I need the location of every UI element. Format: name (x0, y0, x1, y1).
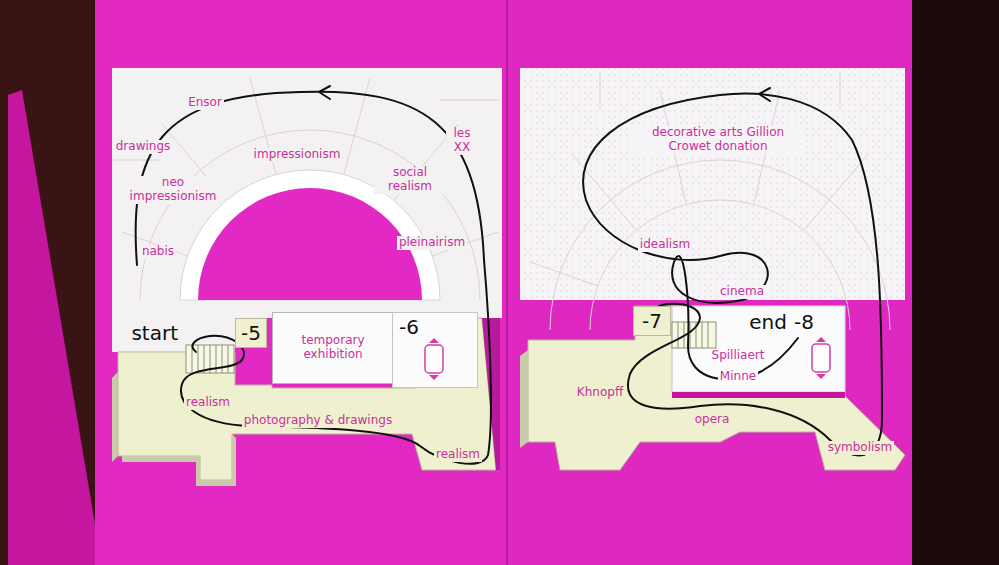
stair-step (228, 345, 229, 373)
room-divider (530, 262, 598, 286)
room-dividers (530, 72, 890, 330)
route-arrowhead (319, 86, 330, 99)
central-hall (198, 188, 422, 300)
stair-step (678, 322, 679, 348)
level-box: -7 (633, 306, 671, 336)
elevator-down (816, 374, 826, 379)
ring-wall (550, 160, 890, 330)
stair-step (204, 345, 205, 373)
room-label: social realism (374, 166, 446, 194)
room-divider (804, 154, 868, 230)
room-label: symbolism (826, 441, 895, 455)
room-label: pleinairism (397, 236, 467, 250)
elevator-up (429, 338, 439, 343)
elevator-up (816, 337, 826, 342)
stair-block (672, 322, 716, 348)
room-label: photography & drawings (242, 414, 394, 428)
right-page (507, 0, 912, 565)
exhibition-room: temporary exhibition (272, 312, 394, 384)
room-divider (112, 160, 160, 161)
route-path (136, 92, 491, 464)
floor-edge (112, 372, 118, 462)
room-label: Minne (718, 370, 758, 384)
upper-floor-panel (520, 68, 905, 300)
lower-floor (528, 306, 905, 470)
stair-step (198, 345, 199, 373)
elevator-frame (425, 345, 443, 373)
room-label: neo impressionism (121, 176, 225, 204)
lower-room (672, 306, 845, 392)
room-label: decorative arts Gillion Crowet donation (630, 126, 806, 154)
left-page (95, 0, 507, 565)
room-label: realism (184, 396, 232, 410)
floor-edge (520, 350, 528, 448)
page-edge (8, 90, 96, 565)
elevator-icon (812, 337, 830, 379)
elevator-down (429, 375, 439, 380)
room-label: cinema (718, 285, 766, 299)
level-number: -7 (642, 310, 662, 333)
stair-step (708, 322, 709, 348)
route-line (136, 86, 882, 464)
ring-wall (140, 130, 480, 300)
stair-step (222, 345, 223, 373)
level-number: -8 (792, 311, 816, 334)
wall-strip (672, 392, 845, 398)
room-divider (440, 100, 500, 101)
level-number: -5 (241, 322, 261, 345)
room-name: temporary exhibition (273, 334, 393, 362)
level-box: start-5 (235, 318, 267, 348)
route-path (583, 94, 882, 456)
room-label: les XX (446, 127, 478, 155)
stair-step (690, 322, 691, 348)
floor-edge (122, 434, 236, 486)
table-shadow (912, 0, 999, 565)
room-label: impressionism (252, 148, 343, 162)
room-label: nabis (140, 245, 176, 259)
elevator-frame (812, 344, 830, 372)
room-divider (840, 72, 841, 110)
stair-step (702, 322, 703, 348)
room-dividers (112, 78, 500, 300)
room-divider (572, 154, 636, 230)
upper-floor-panel (112, 68, 502, 318)
page-fold (506, 0, 508, 565)
room-label: Khnopff (575, 386, 625, 400)
room-label: Ensor (186, 96, 224, 110)
room-label: Spilliaert (710, 349, 767, 363)
room-label: idealism (638, 238, 692, 252)
room-divider (600, 72, 601, 110)
room-label: realism (434, 448, 482, 462)
staircase (672, 322, 716, 348)
level-box: -6 (392, 312, 478, 388)
elevator-icon (423, 337, 445, 381)
level-number: -6 (399, 316, 419, 339)
room-label: drawings (114, 140, 173, 154)
route-arrowhead (759, 88, 770, 101)
route-end: end (747, 311, 789, 334)
route-start: start (131, 322, 178, 345)
room-label: opera (693, 413, 732, 427)
